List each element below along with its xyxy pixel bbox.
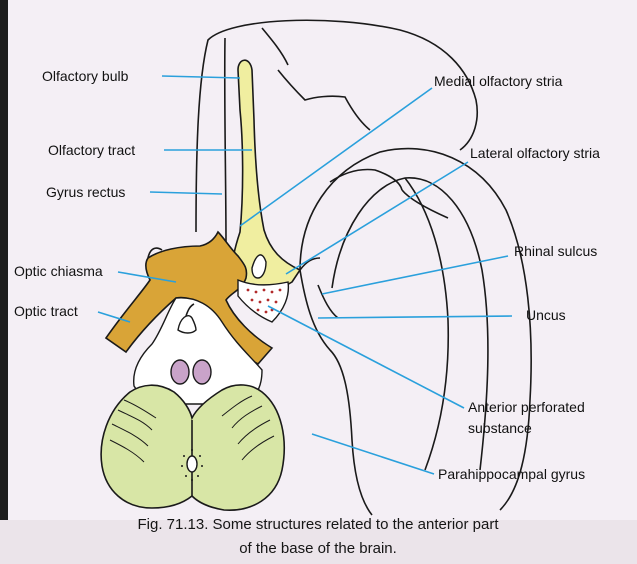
label-anterior-perforated-line1: Anterior perforated bbox=[468, 399, 585, 415]
caption-line-2: of the base of the brain. bbox=[239, 540, 397, 557]
label-olfactory-tract: Olfactory tract bbox=[48, 142, 135, 158]
mammillary-body-right bbox=[193, 360, 211, 384]
label-lateral-olfactory-stria: Lateral olfactory stria bbox=[470, 145, 600, 161]
label-olfactory-bulb: Olfactory bulb bbox=[42, 68, 129, 84]
label-rhinal-sulcus: Rhinal sulcus bbox=[514, 243, 597, 259]
label-uncus: Uncus bbox=[526, 307, 566, 323]
label-gyrus-rectus: Gyrus rectus bbox=[46, 184, 125, 200]
label-medial-olfactory-stria: Medial olfactory stria bbox=[434, 73, 563, 89]
mammillary-body-left bbox=[171, 360, 189, 384]
left-page-edge bbox=[0, 0, 8, 564]
cerebral-aqueduct bbox=[187, 456, 197, 472]
caption-line-1: Fig. 71.13. Some structures related to t… bbox=[137, 516, 499, 533]
label-parahippocampal-gyrus: Parahippocampal gyrus bbox=[438, 466, 585, 482]
label-optic-tract: Optic tract bbox=[14, 303, 78, 319]
label-anterior-perforated-line2: substance bbox=[468, 420, 532, 436]
label-optic-chiasma: Optic chiasma bbox=[14, 263, 103, 279]
